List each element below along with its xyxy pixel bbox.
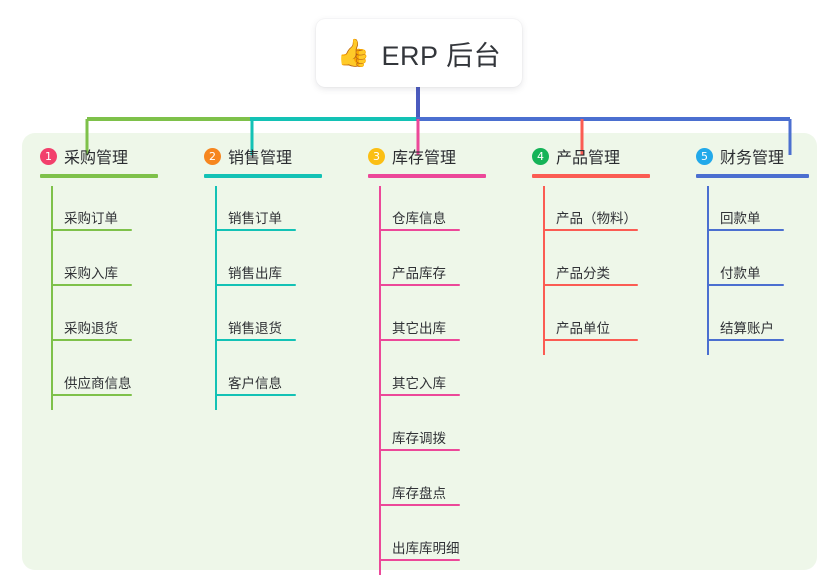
leaf-item[interactable]: 其它出库 xyxy=(368,288,486,343)
branch-title-5: 财务管理 xyxy=(720,150,785,167)
leaf-rule xyxy=(216,229,296,231)
leaf-label: 回款单 xyxy=(720,211,761,226)
branch-badge-2: 2 xyxy=(204,147,221,165)
leaf-rule xyxy=(708,339,784,341)
branch-badge-3: 3 xyxy=(368,147,385,165)
branches-panel xyxy=(22,133,817,570)
leaf-item[interactable]: 销售出库 xyxy=(204,233,322,288)
leaf-label: 仓库信息 xyxy=(392,211,446,226)
leaf-label: 采购入库 xyxy=(64,266,118,281)
leaf-item[interactable]: 仓库信息 xyxy=(368,178,486,233)
branch-column-4: 4 产品管理产品（物料） 产品分类产品单位 xyxy=(532,144,650,343)
leaf-item[interactable]: 付款单 xyxy=(696,233,809,288)
leaf-list-1: 采购订单采购入库采购退货供应商信息 xyxy=(40,178,158,398)
leaf-item[interactable]: 其它入库 xyxy=(368,343,486,398)
branch-header-5[interactable]: 5 财务管理 xyxy=(696,144,809,168)
leaf-label: 其它入库 xyxy=(392,376,446,391)
branch-header-2[interactable]: 2 销售管理 xyxy=(204,144,322,168)
leaf-label: 产品分类 xyxy=(556,266,610,281)
leaf-label: 采购订单 xyxy=(64,211,118,226)
leaf-rule xyxy=(380,229,460,231)
leaf-item[interactable]: 产品库存 xyxy=(368,233,486,288)
leaf-rule xyxy=(216,339,296,341)
leaf-rule xyxy=(380,339,460,341)
leaf-rule xyxy=(52,339,132,341)
branch-rule-4 xyxy=(532,174,650,178)
leaf-rule xyxy=(216,284,296,286)
leaf-rule xyxy=(544,284,638,286)
branch-title-1: 采购管理 xyxy=(64,150,129,167)
leaf-item[interactable]: 产品单位 xyxy=(532,288,650,343)
leaf-rule xyxy=(708,229,784,231)
branch-rule-5 xyxy=(696,174,809,178)
branch-column-2: 2 销售管理销售订单销售出库销售退货客户信息 xyxy=(204,144,322,398)
leaf-item[interactable]: 采购退货 xyxy=(40,288,158,343)
leaf-label: 结算账户 xyxy=(720,321,774,336)
leaf-label: 库存调拨 xyxy=(392,431,446,446)
leaf-item[interactable]: 库存调拨 xyxy=(368,398,486,453)
leaf-rule xyxy=(544,339,638,341)
leaf-rule xyxy=(380,504,460,506)
branch-column-5: 5 财务管理回款单付款单结算账户 xyxy=(696,144,809,343)
leaf-item[interactable]: 回款单 xyxy=(696,178,809,233)
leaf-item[interactable]: 结算账户 xyxy=(696,288,809,343)
branch-rule-1 xyxy=(40,174,158,178)
leaf-label: 采购退货 xyxy=(64,321,118,336)
branch-rule-2 xyxy=(204,174,322,178)
branch-title-4: 产品管理 xyxy=(556,150,621,167)
leaf-label: 库存盘点 xyxy=(392,486,446,501)
leaf-rule xyxy=(52,229,132,231)
leaf-item[interactable]: 产品分类 xyxy=(532,233,650,288)
leaf-rule xyxy=(380,559,460,561)
branch-header-3[interactable]: 3 库存管理 xyxy=(368,144,486,168)
leaf-label: 销售退货 xyxy=(228,321,282,336)
leaf-list-4: 产品（物料） 产品分类产品单位 xyxy=(532,178,650,343)
leaf-label: 产品单位 xyxy=(556,321,610,336)
leaf-rule xyxy=(380,284,460,286)
leaf-label: 供应商信息 xyxy=(64,376,132,391)
thumbs-up-icon: 👍 xyxy=(336,37,371,69)
branch-column-1: 1 采购管理采购订单采购入库采购退货供应商信息 xyxy=(40,144,158,398)
leaf-label: 销售订单 xyxy=(228,211,282,226)
leaf-item[interactable]: 销售退货 xyxy=(204,288,322,343)
leaf-rule xyxy=(380,449,460,451)
leaf-label: 产品（物料） xyxy=(556,211,637,226)
leaf-item[interactable]: 客户信息 xyxy=(204,343,322,398)
leaf-item[interactable]: 供应商信息 xyxy=(40,343,158,398)
leaf-rule xyxy=(708,284,784,286)
branch-badge-5: 5 xyxy=(696,147,713,165)
leaf-label: 出库库明细 xyxy=(392,541,460,556)
leaf-item[interactable]: 采购入库 xyxy=(40,233,158,288)
branch-header-1[interactable]: 1 采购管理 xyxy=(40,144,158,168)
leaf-list-3: 仓库信息产品库存其它出库其它入库库存调拨库存盘点出库库明细 xyxy=(368,178,486,563)
leaf-item[interactable]: 产品（物料） xyxy=(532,178,650,233)
branch-rule-3 xyxy=(368,174,486,178)
leaf-label: 产品库存 xyxy=(392,266,446,281)
leaf-item[interactable]: 库存盘点 xyxy=(368,453,486,508)
leaf-item[interactable]: 出库库明细 xyxy=(368,508,486,563)
leaf-label: 客户信息 xyxy=(228,376,282,391)
leaf-label: 销售出库 xyxy=(228,266,282,281)
leaf-rule xyxy=(52,284,132,286)
branch-column-3: 3 库存管理仓库信息产品库存其它出库其它入库库存调拨库存盘点出库库明细 xyxy=(368,144,486,563)
root-title: ERP 后台 xyxy=(381,40,502,71)
leaf-rule xyxy=(544,229,638,231)
branch-header-4[interactable]: 4 产品管理 xyxy=(532,144,650,168)
leaf-rule xyxy=(216,394,296,396)
leaf-list-2: 销售订单销售出库销售退货客户信息 xyxy=(204,178,322,398)
leaf-label: 付款单 xyxy=(720,266,761,281)
branch-badge-4: 4 xyxy=(532,147,549,165)
leaf-label: 其它出库 xyxy=(392,321,446,336)
branch-title-3: 库存管理 xyxy=(392,150,457,167)
leaf-item[interactable]: 采购订单 xyxy=(40,178,158,233)
leaf-rule xyxy=(380,394,460,396)
leaf-list-5: 回款单付款单结算账户 xyxy=(696,178,809,343)
branch-title-2: 销售管理 xyxy=(228,150,293,167)
branch-badge-1: 1 xyxy=(40,147,57,165)
root-node[interactable]: 👍 ERP 后台 xyxy=(316,19,522,87)
leaf-item[interactable]: 销售订单 xyxy=(204,178,322,233)
leaf-rule xyxy=(52,394,132,396)
